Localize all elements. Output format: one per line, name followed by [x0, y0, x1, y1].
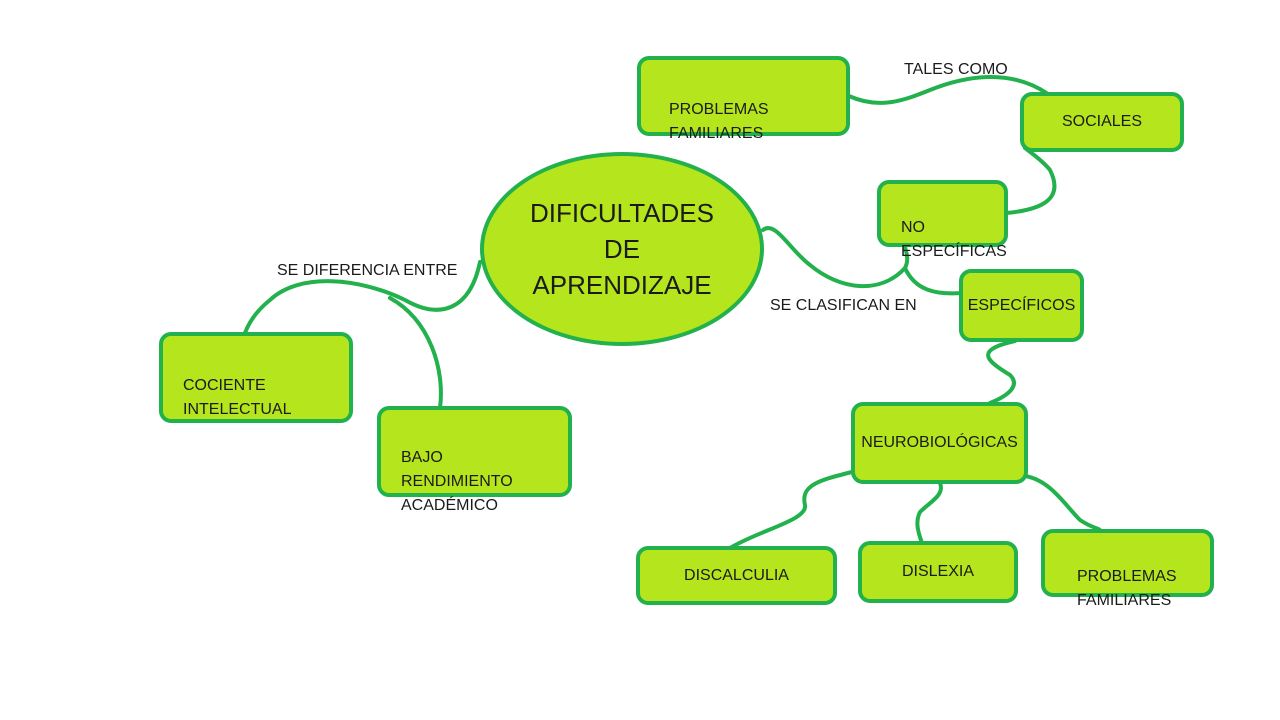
connector-to-no-especificas	[903, 244, 910, 270]
node-dislexia: DISLEXIA	[858, 541, 1018, 603]
node-dificultades-aprendizaje: DIFICULTADES DE APRENDIZAJE	[480, 152, 764, 346]
connector-to-especificos	[903, 266, 964, 296]
node-no-especificas-text: NO ESPECÍFICAS	[901, 219, 1007, 260]
connector-center-right	[761, 226, 907, 289]
connector-problemas-sociales	[847, 75, 1050, 105]
node-no-especificas: NO ESPECÍFICAS	[877, 180, 1008, 260]
node-sociales-text: SOCIALES	[1061, 113, 1143, 130]
node-neurobiologicas-text: NEUROBIOLÓGICAS	[861, 434, 1018, 451]
node-cociente-intelectual-text: COCIENTE INTELECTUAL	[183, 377, 292, 418]
node-discalculia-text: DISCALCULIA	[684, 566, 789, 584]
connector-to-discalculia	[728, 470, 854, 550]
node-dificultades-aprendizaje-text: DIFICULTADES DE APRENDIZAJE	[530, 198, 714, 300]
connector-to-problemas-bottom	[1023, 474, 1102, 532]
connector-to-bajo-rendimiento	[388, 296, 443, 410]
connector-center-left	[243, 260, 482, 335]
node-problemas-familiares-bottom-text: PROBLEMAS FAMILIARES	[1077, 568, 1177, 609]
connector-especificos-neurobiologicas	[986, 339, 1017, 405]
node-dislexia-text: DISLEXIA	[901, 563, 975, 580]
node-bajo-rendimiento-text: BAJO RENDIMIENTO ACADÉMICO	[401, 449, 513, 514]
node-especificos-text: ESPECÍFICOS	[967, 296, 1076, 314]
node-especificos: ESPECÍFICOS	[959, 269, 1084, 342]
node-discalculia: DISCALCULIA	[636, 546, 837, 605]
node-problemas-familiares-top-text: PROBLEMAS FAMILIARES	[669, 101, 769, 142]
node-neurobiologicas: NEUROBIOLÓGICAS	[851, 402, 1028, 484]
node-problemas-familiares-bottom: PROBLEMAS FAMILIARES	[1041, 529, 1214, 609]
edge-label-tales-como: TALES COMO	[904, 61, 1008, 78]
connector-to-dislexia	[915, 481, 943, 545]
edge-label-se-diferencia-entre: SE DIFERENCIA ENTRE	[277, 262, 458, 279]
connector-no-especificas-sociales	[1004, 146, 1057, 215]
node-problemas-familiares-top: PROBLEMAS FAMILIARES	[637, 56, 850, 142]
edge-label-se-clasifican-en: SE CLASIFICAN EN	[770, 297, 917, 314]
node-cociente-intelectual: COCIENTE INTELECTUAL	[159, 332, 353, 423]
node-bajo-rendimiento: BAJO RENDIMIENTO ACADÉMICO	[377, 406, 572, 514]
node-sociales: SOCIALES	[1020, 92, 1184, 152]
